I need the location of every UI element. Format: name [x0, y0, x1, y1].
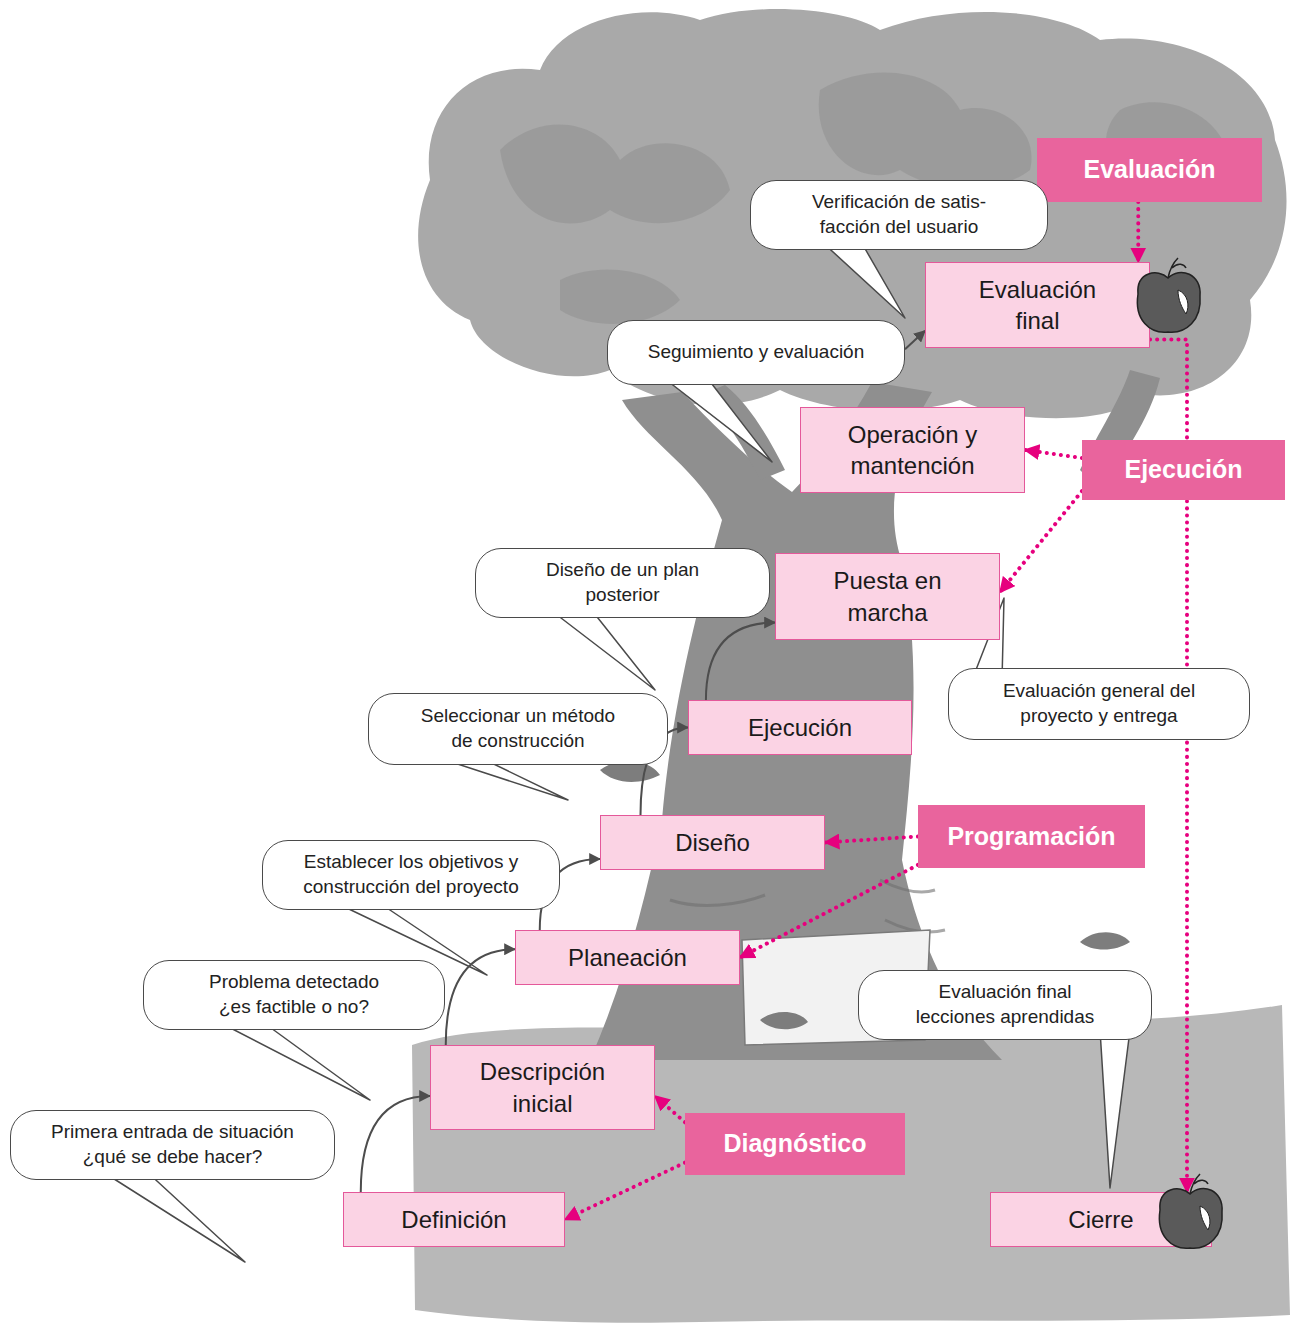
speech-bubble: Seguimiento y evaluación [607, 320, 905, 385]
speech-bubble: Evaluación final lecciones aprendidas [858, 970, 1152, 1040]
dotted-arrow [1025, 450, 1082, 458]
flow-arrow [905, 331, 925, 349]
node-text: Operación y mantención [828, 419, 998, 481]
dotted-arrow [565, 1163, 685, 1220]
apple-icon [1137, 258, 1200, 332]
stage-box: Definición [343, 1192, 565, 1247]
speech-bubble: Evaluación general del proyecto y entreg… [948, 668, 1250, 740]
node-text: Verificación de satis- facción del usuar… [789, 190, 1009, 239]
node-text: Problema detectado ¿es factible o no? [199, 970, 389, 1019]
callout-tail [820, 240, 905, 318]
node-text: Evaluación final lecciones aprendidas [900, 980, 1110, 1029]
node-text: Ejecución [1124, 454, 1242, 485]
node-text: Diseño de un plan posterior [523, 558, 723, 607]
callout-tail [100, 1170, 245, 1262]
phase-box: Evaluación [1037, 138, 1262, 202]
speech-bubble: Primera entrada de situación ¿qué se deb… [10, 1110, 335, 1180]
node-text: Evaluación [1084, 154, 1216, 185]
stage-box: Planeación [515, 930, 740, 985]
node-text: Seguimiento y evaluación [648, 340, 865, 365]
speech-bubble: Establecer los objetivos y construcción … [262, 840, 560, 910]
stage-box: Puesta en marcha [775, 553, 1000, 640]
node-text: Programación [947, 821, 1115, 852]
phase-box: Ejecución [1082, 440, 1285, 500]
node-text: Definición [401, 1204, 506, 1235]
dotted-arrow [655, 1096, 685, 1122]
dotted-arrow [1000, 491, 1082, 592]
node-text: Ejecución [748, 712, 852, 743]
stage-box: Diseño [600, 815, 825, 870]
phase-box: Diagnóstico [685, 1113, 905, 1175]
node-text: Puesta en marcha [813, 565, 963, 627]
dotted-arrow [825, 837, 918, 843]
node-text: Seleccionar un método de construcción [416, 704, 621, 753]
speech-bubble: Problema detectado ¿es factible o no? [143, 960, 445, 1030]
flow-arrow [361, 1096, 430, 1192]
stage-box: Descripción inicial [430, 1045, 655, 1130]
stage-box: Evaluación final [925, 262, 1150, 348]
tree-canopy [418, 9, 1286, 418]
node-text: Planeación [568, 942, 687, 973]
node-text: Cierre [1068, 1204, 1133, 1235]
phase-box: Programación [918, 805, 1145, 868]
node-text: Establecer los objetivos y construcción … [279, 850, 544, 899]
dotted-arrow [740, 865, 918, 958]
node-text: Evaluación general del proyecto y entreg… [979, 679, 1219, 728]
node-text: Evaluación final [963, 274, 1113, 336]
flow-arrow [706, 623, 775, 700]
speech-bubble: Diseño de un plan posterior [475, 548, 770, 618]
callout-tail [1100, 1030, 1130, 1188]
apple-icon [1159, 1174, 1222, 1248]
speech-bubble: Seleccionar un método de construcción [368, 693, 668, 765]
node-text: Primera entrada de situación ¿qué se deb… [33, 1120, 313, 1169]
callout-tail [660, 375, 772, 462]
node-text: Descripción inicial [458, 1056, 628, 1118]
callout-tail [215, 1020, 370, 1100]
stage-box: Cierre [990, 1192, 1212, 1247]
stage-box: Operación y mantención [800, 407, 1025, 493]
stage-box: Ejecución [688, 700, 912, 755]
callout-tail [548, 608, 655, 690]
node-text: Diseño [675, 827, 750, 858]
speech-bubble: Verificación de satis- facción del usuar… [750, 180, 1048, 250]
dotted-arrow [1136, 202, 1140, 262]
node-text: Diagnóstico [723, 1128, 866, 1159]
flow-arrow [446, 949, 515, 1045]
